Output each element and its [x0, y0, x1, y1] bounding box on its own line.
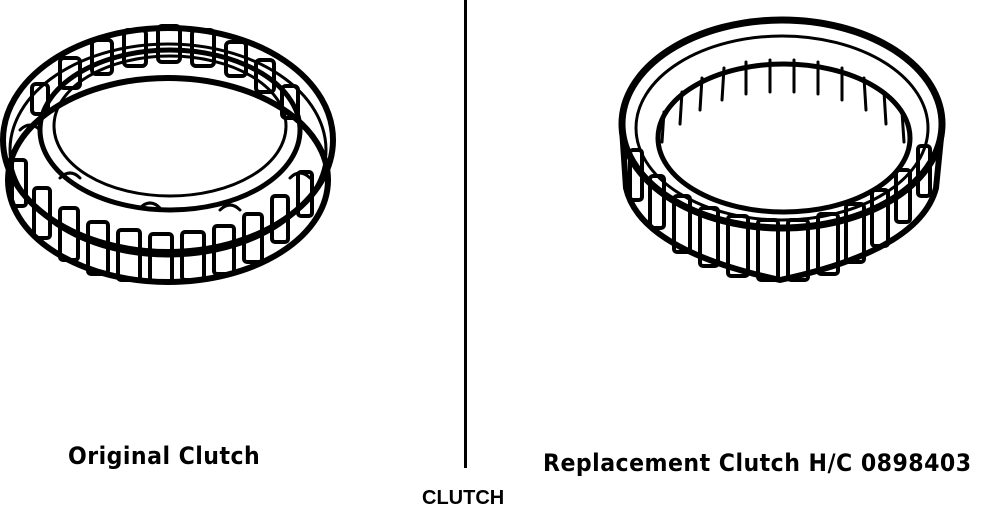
- replacement-clutch-drawing: [618, 16, 946, 283]
- figure-title: CLUTCH: [422, 487, 505, 509]
- original-clutch-caption: Original Clutch: [68, 442, 261, 470]
- replacement-clutch-caption: Replacement Clutch H/C 0898403: [543, 449, 972, 477]
- center-divider-line: [464, 0, 467, 468]
- original-clutch-drawing: [0, 24, 336, 285]
